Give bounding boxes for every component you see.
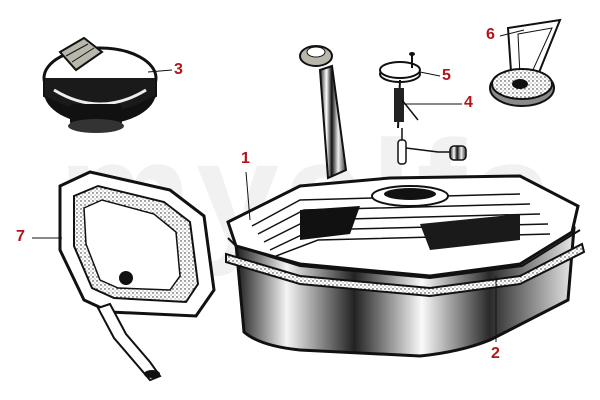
callout-6: 6 xyxy=(486,26,495,43)
callout-3: 3 xyxy=(174,61,183,78)
leader-line-6 xyxy=(499,29,525,37)
callout-7: 7 xyxy=(16,228,25,245)
callout-4: 4 xyxy=(464,94,473,111)
callout-2: 2 xyxy=(491,345,500,362)
callout-5: 5 xyxy=(442,67,451,84)
callout-1: 1 xyxy=(241,150,250,167)
filler-neck-cap-icon xyxy=(299,45,333,67)
leader-line-3 xyxy=(147,69,173,73)
leader-lines xyxy=(32,29,525,342)
tank-strap-icon xyxy=(225,242,586,298)
fuel-cap-icon xyxy=(42,36,158,133)
fuel-sender-icon xyxy=(394,79,467,165)
leader-line-5 xyxy=(419,71,441,77)
bracket-icon xyxy=(489,18,562,107)
sender-gasket-icon xyxy=(379,52,421,83)
leader-line-1 xyxy=(245,171,251,221)
tank-cover-icon xyxy=(58,170,216,382)
